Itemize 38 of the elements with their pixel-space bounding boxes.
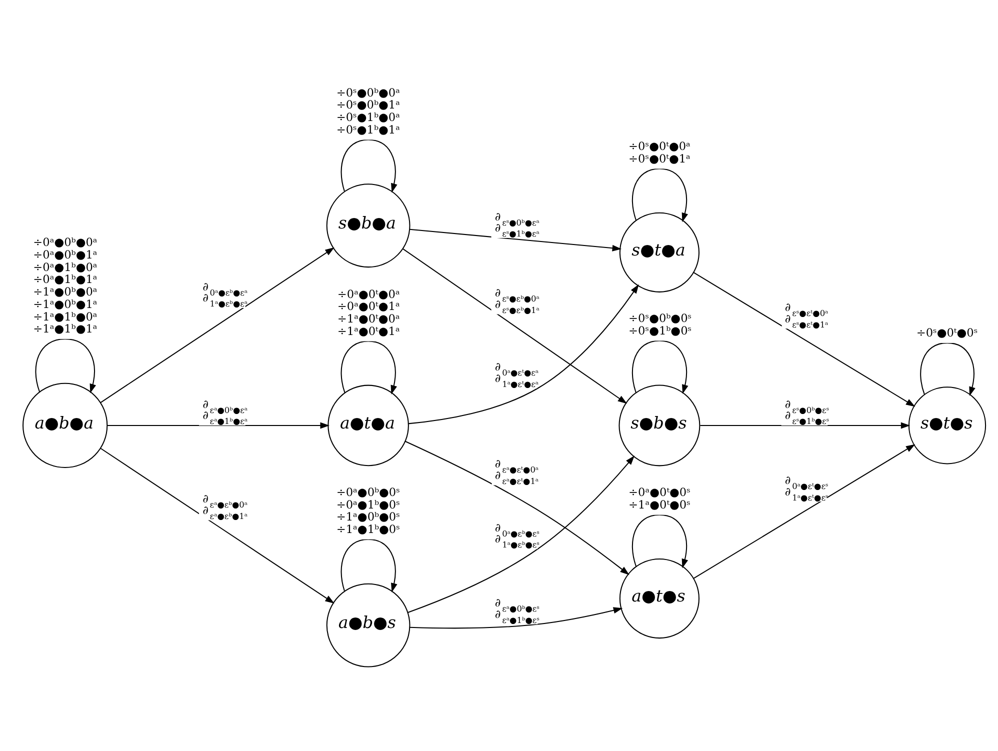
arrow — [410, 228, 622, 252]
arrow — [404, 440, 630, 576]
edge-label: ÷0ᵃ●0ᵗ●0ˢ ÷1ᵃ●0ᵗ●0ˢ — [628, 485, 690, 512]
edge-label: ∂$_{0ᵃ●εᵗ●εˢ}$ ∂$_{1ᵃ●εᵗ●εˢ}$ — [784, 472, 828, 502]
arrow — [340, 139, 398, 193]
arrow — [402, 248, 628, 404]
arrow — [107, 422, 330, 429]
edge-label: ÷0ᵃ●0ᵗ●0ᵃ ÷0ᵃ●0ᵗ●1ᵃ ÷1ᵃ●0ᵗ●0ᵃ ÷1ᵃ●0ᵗ●1ᵃ — [337, 286, 400, 338]
edge-label: ∂$_{εᵃ●εᵗ●0ᵃ}$ ∂$_{εᵃ●εᵗ●1ᵃ}$ — [494, 456, 539, 486]
arrow — [632, 340, 688, 394]
edge-label: ∂$_{εᵃ●εᵇ●0ᵃ}$ ∂$_{εᵃ●εᵇ●1ᵃ}$ — [202, 492, 248, 521]
edge-label: ∂$_{εᵃ●0ᵇ●εᵃ}$ ∂$_{εᵃ●1ᵇ●εᵃ}$ — [202, 396, 248, 426]
edge-label: ∂$_{0ᵃ●εᵗ●εᵃ}$ ∂$_{1ᵃ●εᵗ●εᵃ}$ — [494, 360, 539, 389]
arrow — [340, 340, 397, 395]
edge-label: ∂$_{εᵃ●0ᵇ●εˢ}$ ∂$_{εᵃ●1ᵇ●εˢ}$ — [494, 596, 540, 625]
edge-label: ÷0ˢ●0ᵗ●0ᵃ ÷0ˢ●0ᵗ●1ᵃ — [628, 139, 690, 166]
edge-label: ÷0ˢ●0ᵗ●0ˢ — [916, 326, 978, 340]
arrow — [693, 272, 916, 407]
arrow — [700, 422, 910, 429]
edge-label: ÷0ᵃ●0ᵇ●0ˢ ÷0ᵃ●1ᵇ●0ˢ ÷1ᵃ●0ᵇ●0ˢ ÷1ᵃ●1ᵇ●0ˢ — [336, 484, 400, 536]
edge-label: ∂$_{εˢ●εᵇ●0ᵃ}$ ∂$_{εˢ●εᵇ●1ᵃ}$ — [494, 285, 540, 315]
arrow — [100, 247, 334, 403]
arrow — [410, 607, 623, 629]
edge-label: ∂$_{0ᵃ●εᵇ●εᵃ}$ ∂$_{1ᵃ●εᵇ●εᵃ}$ — [202, 279, 248, 309]
edge-label: ∂$_{εˢ●εᵗ●0ᵃ}$ ∂$_{εˢ●εᵗ●1ᵃ}$ — [784, 300, 828, 330]
arrow — [693, 444, 916, 579]
arrow — [920, 342, 976, 396]
edge-label: ÷0ˢ●0ᵇ●0ᵃ ÷0ˢ●0ᵇ●1ᵃ ÷0ˢ●1ᵇ●0ᵃ ÷0ˢ●1ᵇ●1ᵃ — [336, 85, 400, 136]
arrow — [100, 448, 334, 604]
edge-label: ∂$_{εˢ●0ᵇ●εˢ}$ ∂$_{εˢ●1ᵇ●εˢ}$ — [784, 396, 830, 426]
arrow — [340, 538, 398, 592]
edge-label: ∂$_{0ᵃ●εᵇ●εˢ}$ ∂$_{1ᵃ●εᵇ●εˢ}$ — [494, 520, 540, 550]
arrow — [632, 514, 688, 568]
edge-label: ÷0ˢ●0ᵇ●0ˢ ÷0ˢ●1ᵇ●0ˢ — [628, 310, 692, 338]
edge-label: ÷0ᵃ●0ᵇ●0ᵃ ÷0ᵃ●0ᵇ●1ᵃ ÷0ᵃ●1ᵇ●0ᵃ ÷0ᵃ●1ᵇ●1ᵃ ÷1ᵃ●0ᵇ●0ᵃ ÷1ᵃ●0ᵇ●1ᵃ ÷1ᵃ●1ᵇ●0ᵃ ÷1ᵃ●1ᵇ●1ᵃ — [33, 235, 98, 336]
edge-label: ∂$_{εˢ●0ᵇ●εᵃ}$ ∂$_{εˢ●1ᵇ●εᵃ}$ — [494, 209, 540, 239]
arrow — [632, 168, 688, 222]
arrow — [35, 338, 96, 394]
